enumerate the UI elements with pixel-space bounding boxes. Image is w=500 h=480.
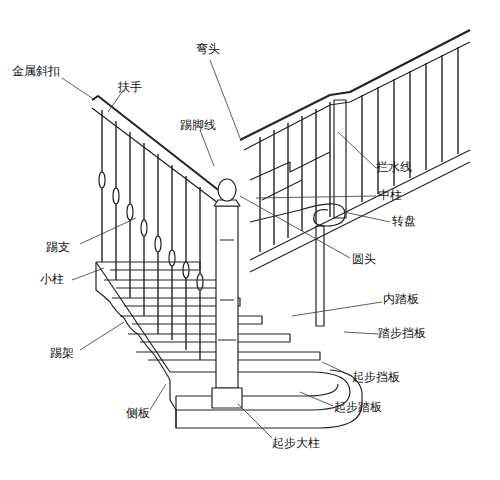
- part-label: 圆头: [352, 252, 376, 266]
- part-label: 金属斜扣: [12, 64, 60, 78]
- part-label: 踢架: [50, 346, 74, 360]
- part-label: 侧板: [126, 406, 150, 420]
- part-label: 扶手: [118, 80, 142, 94]
- part-label: 内踏板: [383, 292, 419, 306]
- part-label: 转盘: [392, 214, 416, 228]
- part-label: 弯头: [196, 42, 220, 56]
- part-label: 踢脚线: [180, 118, 216, 132]
- part-label: 拦水线: [376, 160, 412, 174]
- part-label: 踢支: [46, 240, 70, 254]
- part-label: 起步挡板: [352, 370, 400, 384]
- part-label: 小柱: [40, 272, 64, 286]
- part-label: 起步踏板: [334, 400, 382, 414]
- part-label: 踏步挡板: [378, 326, 426, 340]
- part-label: 起步大柱: [272, 436, 320, 450]
- part-label: 中柱: [378, 188, 402, 202]
